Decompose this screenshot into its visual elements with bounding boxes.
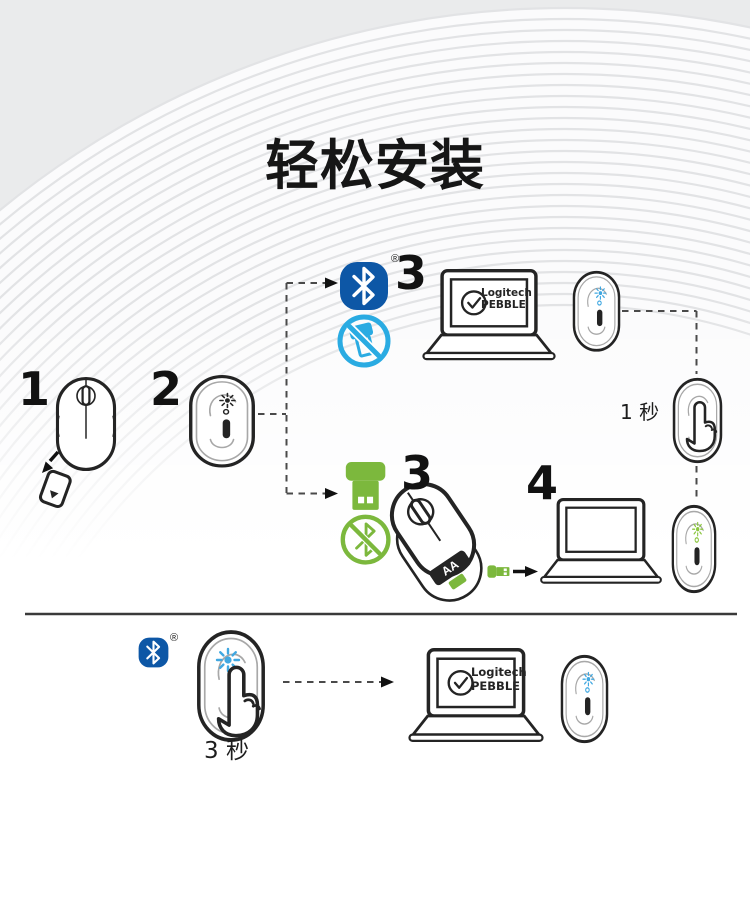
step1-number: 1 xyxy=(18,362,51,416)
press-time-1s: 1 秒 xyxy=(620,400,660,424)
laptop-pairing-bluetooth xyxy=(407,648,545,743)
usb-receiver-icon xyxy=(345,461,386,510)
stored-receiver xyxy=(448,573,467,590)
registered-mark: ® xyxy=(391,253,400,265)
pull-out-arrow-icon xyxy=(42,450,60,473)
laptop-screen-brand: Logitech PEBBLE xyxy=(481,287,532,312)
laptop-screen-brand: Logitech PEBBLE xyxy=(471,665,527,693)
bluetooth-icon xyxy=(338,260,390,312)
usb-receiver-removed xyxy=(38,469,72,509)
press-time-3s: 3 秒 xyxy=(204,738,249,764)
page-title: 轻松安装 xyxy=(265,134,485,197)
no-receiver-icon xyxy=(340,317,388,365)
step1-mouse-top-view xyxy=(55,376,117,472)
mouse-blue-led xyxy=(562,656,607,741)
dashed-connectors xyxy=(258,282,698,683)
mouse-blue-led xyxy=(574,272,619,350)
no-bluetooth-icon xyxy=(343,517,389,563)
laptop-pairing-bluetooth xyxy=(421,268,557,361)
usb-receiver-insert xyxy=(487,565,510,578)
step4-number: 4 xyxy=(526,456,559,510)
screen-line1: Logitech xyxy=(481,287,532,299)
step2-number: 2 xyxy=(150,362,183,416)
check-icon xyxy=(447,669,474,696)
step3-bluetooth-number: 3 xyxy=(395,246,428,300)
mouse-green-led xyxy=(673,506,715,591)
arrowheads xyxy=(325,277,394,688)
insert-arrow-icon xyxy=(513,566,538,577)
screen-line2: PEBBLE xyxy=(471,678,520,693)
step3-usb-number: 3 xyxy=(401,446,434,500)
bluetooth-icon xyxy=(137,636,170,669)
aa-battery xyxy=(429,550,471,586)
registered-mark: ® xyxy=(170,632,179,644)
mouse-opened-battery: AA xyxy=(389,482,483,602)
screen-line2: PEBBLE xyxy=(481,299,526,312)
screen-line1: Logitech xyxy=(471,665,527,679)
step2-mouse-bottom-view xyxy=(191,377,254,466)
laptop-usb xyxy=(539,497,663,585)
